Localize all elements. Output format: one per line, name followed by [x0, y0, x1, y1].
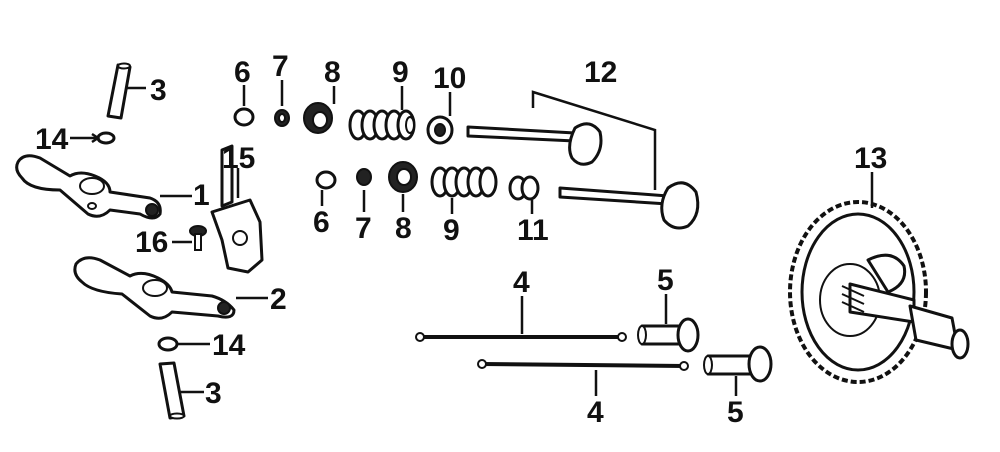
callout-4-top: 4: [513, 266, 530, 299]
callout-13: 13: [854, 142, 887, 175]
part-14-washer-top: [70, 131, 116, 145]
callout-5-top: 5: [657, 264, 674, 297]
callout-3-bottom: 3: [205, 377, 222, 410]
part-2-rocker-arm-lower: [73, 256, 268, 320]
callout-2: 2: [270, 283, 287, 316]
callout-10: 10: [433, 62, 466, 95]
callout-16: 16: [135, 226, 168, 259]
part-5-tappet-top: [637, 294, 700, 353]
callout-4-bottom: 4: [587, 396, 604, 429]
callout-3-top: 3: [150, 74, 167, 107]
callout-6-bottom: 6: [313, 206, 330, 239]
part-11-valve-guide: [508, 175, 540, 214]
callout-7-bottom: 7: [355, 212, 372, 245]
part-3-tube-top: [106, 62, 146, 120]
callout-labels: 3 14 1 16 15 2 14 3 6 7 8 9 10 12 6 7 8 …: [35, 50, 887, 429]
callout-5-bottom: 5: [727, 396, 744, 429]
callout-7-top: 7: [272, 50, 289, 83]
part-1-rocker-arm-upper: [15, 154, 192, 220]
part-13-camshaft-gear: [788, 172, 970, 384]
part-12-valve-bottom: [558, 181, 700, 230]
part-16-bolt: [172, 225, 207, 251]
part-10-valve-seal: [426, 92, 454, 145]
callout-9-bottom: 9: [443, 214, 460, 247]
part-15-guide-plate: [210, 144, 264, 274]
part-12-valve-top: [466, 90, 657, 190]
callout-1: 1: [193, 179, 210, 212]
callout-14-bottom: 14: [212, 329, 246, 362]
part-9-valve-spring-top: [348, 86, 416, 141]
callout-11: 11: [517, 214, 549, 247]
part-4-pushrod-top: [415, 296, 627, 342]
part-4-pushrod-bottom: [477, 359, 689, 396]
callout-9-top: 9: [392, 56, 409, 89]
part-7-collet-top: [274, 80, 290, 127]
callout-8-bottom: 8: [395, 212, 412, 245]
callout-14-top: 14: [35, 123, 69, 156]
callout-15: 15: [222, 142, 255, 175]
callout-12: 12: [584, 56, 617, 89]
part-7-collet-bottom: [356, 168, 372, 212]
callout-6-top: 6: [234, 56, 251, 89]
callout-8-top: 8: [324, 56, 341, 89]
part-8-spring-seat-bottom: [388, 161, 418, 212]
part-5-tappet-bottom: [703, 345, 773, 396]
part-9-valve-spring-bottom: [430, 166, 498, 214]
part-14-washer-bottom: [157, 336, 210, 352]
part-3-tube-bottom: [158, 361, 204, 420]
part-6-retainer-bottom: [315, 170, 337, 206]
part-6-retainer-top: [233, 85, 255, 127]
part-8-spring-seat-top: [303, 86, 336, 134]
